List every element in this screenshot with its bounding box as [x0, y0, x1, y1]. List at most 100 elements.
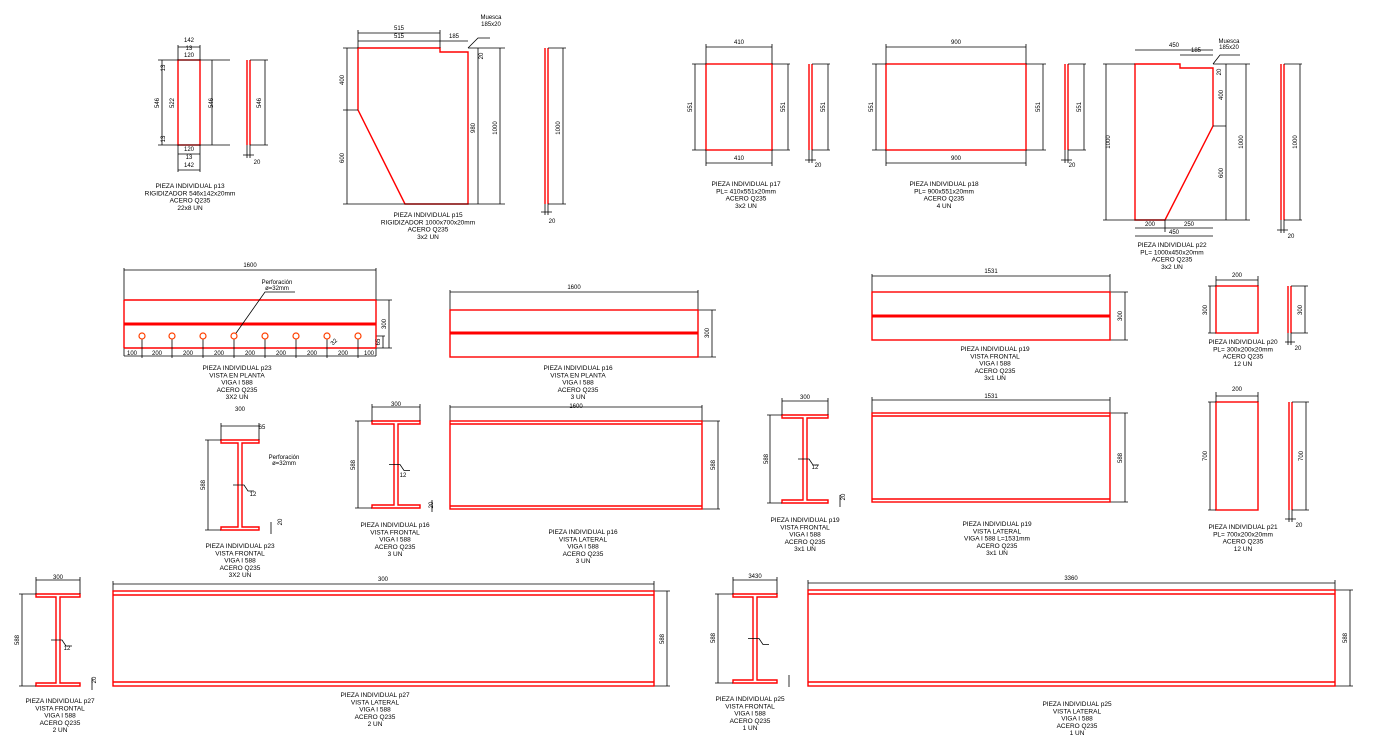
piece-spec-line: ACERO Q235: [563, 551, 604, 558]
dimension-label: 120: [184, 147, 195, 153]
piece-spec-line: PL= 300x200x20mm: [1213, 346, 1273, 353]
piece-spec-line: RIGIDIZADOR 1000x700x20mm: [381, 219, 475, 226]
dimension-label: 588: [711, 632, 717, 643]
piece-spec-line: VIGA I 588: [979, 361, 1011, 368]
piece-spec-line: ACERO Q235: [40, 720, 81, 727]
dimension-label: 12: [64, 646, 71, 652]
perforation-hole: [354, 332, 362, 340]
dimension-label: 200: [1232, 273, 1243, 279]
piece-spec-line: 3x1 UN: [984, 375, 1006, 382]
piece-spec-line: ACERO Q235: [408, 227, 449, 234]
piece-spec-line: VIGA I 588: [562, 380, 594, 387]
dimension-label: 300: [800, 395, 811, 401]
piece-spec-line: 3X2 UN: [229, 572, 252, 579]
dimension-label: 588: [1118, 452, 1124, 463]
dimension-label: 450: [1169, 43, 1180, 49]
dimension-label: 185x20: [1219, 45, 1239, 51]
piece-spec-line: ACERO Q235: [726, 196, 767, 203]
perforation-hole: [292, 332, 300, 340]
dimension-label: 588: [660, 633, 666, 644]
piece-p25-lateral-drawing: [807, 580, 1353, 687]
dimension-label: 1000: [1106, 135, 1112, 149]
dimension-label: 551: [1077, 101, 1083, 112]
dimension-label: 65: [259, 425, 266, 431]
dimension-label: 200: [183, 351, 194, 357]
dimension-label: 588: [351, 459, 357, 470]
piece-p22-drawing: [1103, 49, 1302, 237]
piece-title: PIEZA INDIVIDUAL p22: [1137, 242, 1207, 249]
piece-p18-drawing: [872, 44, 1086, 166]
dimension-label: 200: [307, 351, 318, 357]
dimension-label: 588: [1343, 632, 1349, 643]
piece-title: PIEZA INDIVIDUAL p21: [1208, 524, 1278, 531]
piece-spec-line: ACERO Q235: [355, 714, 396, 721]
dimension-label: 515: [394, 34, 405, 40]
dimension-label: 700: [1203, 450, 1209, 461]
dimension-label: 20: [278, 518, 284, 525]
dimension-label: 300: [705, 327, 711, 338]
dimension-label: 12: [400, 473, 407, 479]
dimension-label: Muesca: [480, 15, 502, 21]
dimension-label: 142: [184, 38, 195, 44]
piece-title: PIEZA INDIVIDUAL p16: [548, 529, 618, 536]
dimension-label: 1600: [243, 263, 257, 269]
dimension-label: 300: [382, 318, 388, 329]
piece-spec-line: VISTA EN PLANTA: [209, 372, 265, 379]
piece-spec-line: ACERO Q235: [785, 539, 826, 546]
piece-title: PIEZA INDIVIDUAL p18: [909, 181, 979, 188]
piece-spec-line: ACERO Q235: [977, 543, 1018, 550]
piece-spec-line: 3X2 UN: [226, 394, 249, 401]
piece-spec-line: ACERO Q235: [730, 718, 771, 725]
dimension-label: 546: [155, 97, 161, 108]
piece-spec-line: 3x1 UN: [986, 550, 1008, 557]
piece-spec-line: VIGA I 588: [224, 558, 256, 565]
piece-spec-line: RIGIDIZADOR 546x142x20mm: [145, 190, 236, 197]
dimension-label: 250: [1184, 222, 1195, 228]
piece-spec-line: 3x1 UN: [794, 546, 816, 553]
piece-spec-line: VISTA FRONTAL: [215, 550, 265, 557]
dimension-label: 980: [471, 122, 477, 133]
piece-title: PIEZA INDIVIDUAL p19: [960, 346, 1030, 353]
dimension-label: 1531: [984, 269, 998, 275]
dimension-label: 3360: [1064, 576, 1078, 582]
dimension-label: 1000: [493, 121, 499, 135]
ibeam-section: [19, 577, 93, 690]
dimension-label: 600: [1219, 167, 1225, 178]
piece-spec-line: VISTA LATERAL: [559, 536, 608, 543]
piece-spec-line: 1 UN: [1070, 730, 1085, 737]
ibeam-section: [715, 577, 790, 687]
dimension-label: 200: [152, 351, 163, 357]
piece-title: PIEZA INDIVIDUAL p27: [340, 692, 410, 699]
dimension-label: 200: [245, 351, 256, 357]
dimension-label: 20: [254, 160, 261, 166]
dimension-label: 1000: [1293, 135, 1299, 149]
piece-title: PIEZA INDIVIDUAL p13: [155, 183, 225, 190]
dimension-label: 185x20: [481, 22, 501, 28]
piece-spec-line: 3 UN: [388, 551, 403, 558]
piece-spec-line: PL= 700x200x20mm: [1213, 531, 1273, 538]
dimension-label: 551: [869, 101, 875, 112]
ibeam-frontal-views: [19, 398, 841, 690]
piece-spec-line: VIGA I 588: [44, 713, 76, 720]
dimension-label: 12: [812, 465, 819, 471]
dimension-label: 551: [688, 101, 694, 112]
dimension-label: 515: [394, 26, 405, 32]
dimension-label: 1000: [1239, 135, 1245, 149]
dimension-label: 200: [1145, 222, 1156, 228]
dimension-label: 20: [92, 676, 98, 683]
dimension-label: Perforación: [262, 280, 293, 286]
dimension-label: 551: [821, 101, 827, 112]
dimension-label: 546: [209, 97, 215, 108]
